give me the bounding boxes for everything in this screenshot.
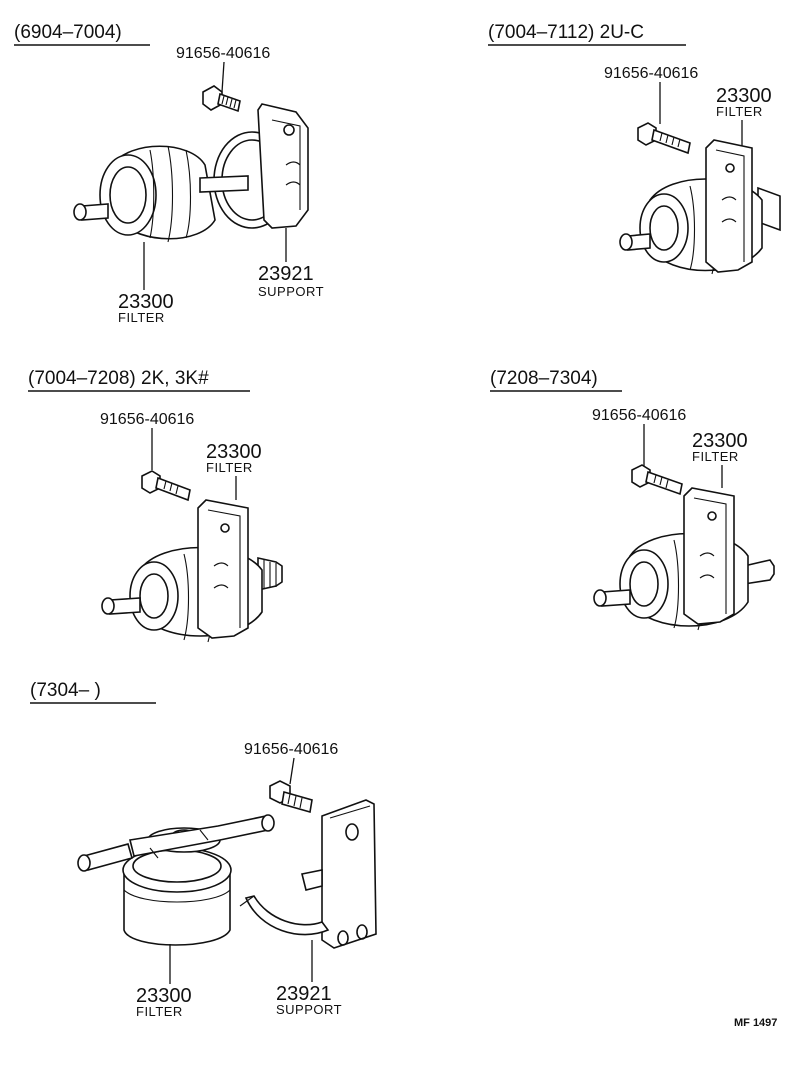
fuel-filter-icon (593, 487, 775, 631)
bolt-icon (637, 122, 691, 155)
bolt-leader-line (289, 757, 295, 785)
filter-label: FILTER (692, 449, 739, 464)
section-heading: (7004–7112) 2U-C (488, 22, 644, 43)
support-label: SUPPORT (276, 1002, 342, 1017)
bolt-part-number: 91656-40616 (604, 65, 698, 82)
fuel-filter-icon (101, 499, 283, 643)
filter-part-number: 23300 (206, 441, 262, 463)
bolt-part-number: 91656-40616 (592, 407, 686, 424)
section-7004-7208-2k-3k: (7004–7208) 2K, 3K# 91656-40616 23300 FI… (28, 368, 283, 643)
section-heading: (7004–7208) 2K, 3K# (28, 368, 209, 389)
bolt-icon (141, 470, 191, 502)
support-label: SUPPORT (258, 284, 324, 299)
support-bracket-icon (213, 103, 309, 229)
bolt-part-number: 91656-40616 (176, 45, 270, 62)
section-7004-7112-2uc: (7004–7112) 2U-C 91656-40616 23300 FILTE… (488, 22, 781, 275)
filter-label: FILTER (206, 460, 253, 475)
fuel-filter-icon (73, 145, 249, 243)
figure-code: MF 1497 (734, 1017, 777, 1029)
bolt-icon (202, 85, 241, 113)
section-7304-onward: (7304– ) 91656-40616 (30, 680, 377, 1019)
bolt-part-number: 91656-40616 (100, 411, 194, 428)
bolt-icon (269, 780, 313, 814)
filter-part-number: 23300 (136, 985, 192, 1007)
filter-part-number: 23300 (716, 85, 772, 107)
support-part-number: 23921 (276, 983, 332, 1005)
fuel-filter-icon (77, 814, 275, 946)
section-6904-7004: (6904–7004) 91656-40616 (14, 22, 324, 325)
bolt-icon (631, 464, 683, 496)
fuel-filter-icon (619, 139, 781, 275)
filter-part-number: 23300 (692, 430, 748, 452)
filter-label: FILTER (716, 104, 763, 119)
section-heading: (6904–7004) (14, 22, 122, 43)
bolt-part-number: 91656-40616 (244, 741, 338, 758)
section-heading: (7208–7304) (490, 368, 598, 389)
filter-label: FILTER (118, 310, 165, 325)
bolt-leader-line (221, 61, 225, 93)
filter-part-number: 23300 (118, 291, 174, 313)
section-7208-7304: (7208–7304) 91656-40616 23300 FILTER (490, 368, 775, 631)
filter-label: FILTER (136, 1004, 183, 1019)
section-heading: (7304– ) (30, 680, 101, 701)
support-bracket-icon (239, 799, 377, 949)
support-part-number: 23921 (258, 263, 314, 285)
